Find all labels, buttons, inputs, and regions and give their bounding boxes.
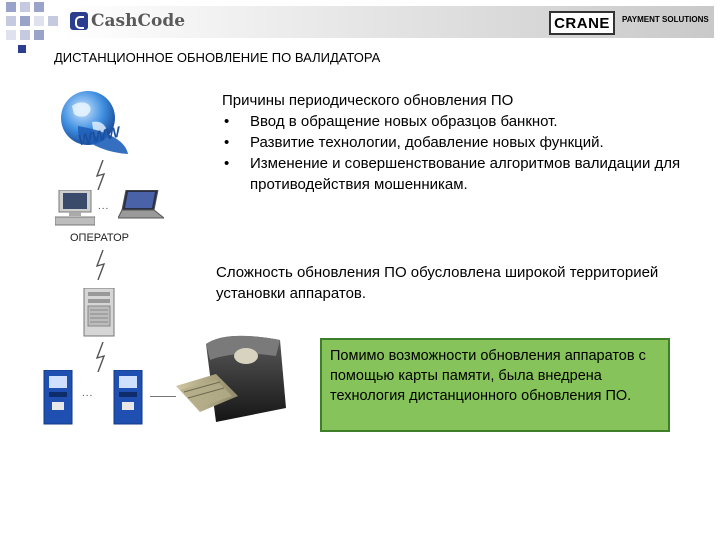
- header-square: [20, 2, 30, 12]
- header-square: [6, 2, 16, 12]
- header-square: [34, 30, 44, 40]
- server-icon: [83, 288, 115, 337]
- crane-logo: CRANE: [549, 11, 615, 35]
- bill-validator-icon: [176, 335, 286, 422]
- connection-line-icon: [95, 160, 106, 190]
- cashcode-logo-text: CashCode: [91, 11, 186, 31]
- header-square: [34, 2, 44, 12]
- title-bullet: [18, 45, 26, 53]
- page-title: ДИСТАНЦИОННОЕ ОБНОВЛЕНИЕ ПО ВАЛИДАТОРА: [54, 50, 381, 65]
- header-square: [6, 16, 16, 26]
- operator-label: ОПЕРАТОР: [70, 232, 129, 244]
- remote-update-note: Помимо возможности обновления аппаратов …: [320, 338, 670, 432]
- reasons-title: Причины периодического обновления ПО: [222, 92, 514, 109]
- reason-item: •Развитие технологии, добавление новых ф…: [224, 134, 604, 151]
- payment-solutions-text: PAYMENT SOLUTIONS: [622, 15, 709, 24]
- header-square: [20, 30, 30, 40]
- header-square: [20, 16, 30, 26]
- desktop-computer-icon: [55, 190, 95, 226]
- crane-logo-text: CRANE: [554, 14, 610, 32]
- globe-icon: [61, 91, 128, 154]
- reason-item: •Ввод в обращение новых образцов банкнот…: [224, 113, 558, 130]
- connection-line-icon: [95, 342, 106, 372]
- connector-line: [150, 396, 176, 397]
- cashcode-logo-icon: [70, 12, 88, 30]
- cashcode-logo: CashCode: [70, 9, 185, 33]
- reasons-block: Причины периодического обновления ПО •Вв…: [222, 90, 702, 195]
- kiosk-icon: [43, 370, 73, 425]
- header-square: [6, 30, 16, 40]
- reason-item: •Изменение и совершенствование алгоритмо…: [224, 155, 681, 193]
- header-square: [48, 16, 58, 26]
- kiosk-icon: [113, 370, 143, 425]
- complexity-text: Сложность обновления ПО обусловлена широ…: [216, 264, 659, 302]
- connection-line-icon: [95, 250, 106, 280]
- laptop-icon: [118, 190, 164, 219]
- header-square: [34, 16, 44, 26]
- dots-text: ...: [98, 201, 110, 212]
- dots-text: ...: [82, 388, 94, 399]
